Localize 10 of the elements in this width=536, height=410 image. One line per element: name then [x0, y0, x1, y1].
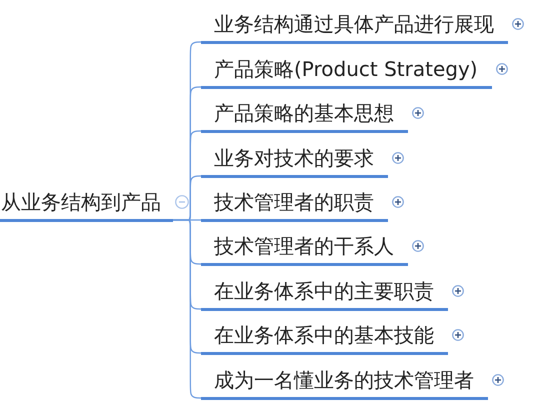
topic-text: 业务对技术的要求: [214, 144, 374, 170]
topic-text: 产品策略(Product Strategy): [214, 56, 478, 82]
topic-text: 在业务体系中的主要职责: [214, 278, 434, 304]
topic-text: 技术管理者的职责: [214, 188, 374, 214]
topic-text: 产品策略的基本思想: [214, 100, 394, 126]
topic-text: 成为一名懂业务的技术管理者: [214, 366, 474, 392]
topic-text: 在业务体系中的基本技能: [214, 322, 434, 348]
topic-text: 技术管理者的干系人: [214, 232, 394, 258]
topic-text: 业务结构通过具体产品进行展现: [214, 10, 494, 36]
topic-text: 从业务结构到产品: [1, 188, 161, 214]
